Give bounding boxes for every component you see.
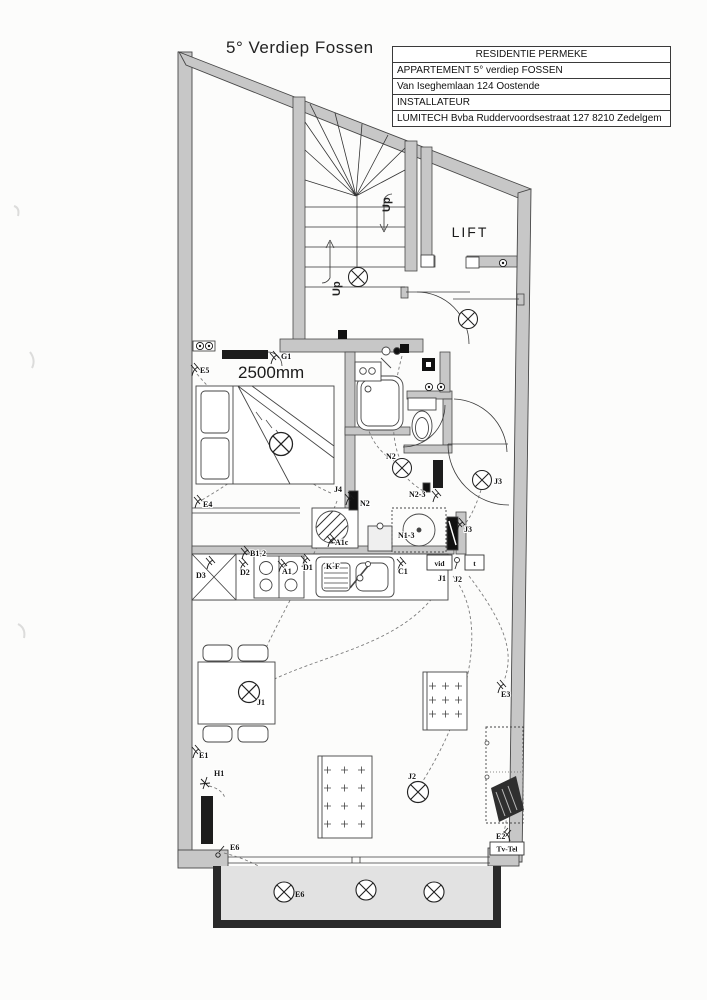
title-block: RESIDENTIE PERMEKE APPARTEMENT 5° verdie… — [392, 46, 671, 127]
terrace — [213, 866, 501, 928]
label-j1-panel: J1 — [438, 574, 446, 583]
label-n2-3: N2-3 — [409, 490, 425, 499]
stair-light — [347, 266, 369, 288]
label-d3: D3 — [196, 571, 206, 580]
ceiling-point — [393, 347, 401, 355]
label-n2-light: N2 — [386, 452, 396, 461]
panel-boxes: vid t — [426, 554, 485, 571]
thin-walls — [192, 291, 519, 864]
junction-boxes — [338, 330, 446, 392]
bedroom-radiator — [222, 350, 268, 359]
scan-artifacts — [13, 205, 35, 639]
vid-box-label: vid — [434, 559, 445, 568]
switch-e4 — [193, 494, 204, 509]
rug-1 — [422, 671, 468, 731]
label-g1: G1 — [281, 352, 291, 361]
label-j2-panel: J2 — [454, 575, 462, 584]
label-e3: E3 — [501, 690, 510, 699]
dining-set — [197, 644, 276, 743]
label-c1: C1 — [398, 567, 408, 576]
label-e5: E5 — [200, 366, 209, 375]
washing-machine — [391, 507, 447, 553]
flue — [348, 490, 359, 511]
lift-label: LIFT — [452, 224, 489, 240]
stair-arrow-down — [379, 193, 393, 233]
label-d1: D1 — [303, 563, 313, 572]
socket — [498, 258, 508, 268]
switch-e6 — [215, 845, 225, 858]
door-arcs — [267, 291, 510, 506]
light-n2 — [391, 457, 413, 479]
label-j2-light: J2 — [408, 772, 416, 781]
label-j4: J4 — [334, 485, 342, 494]
lift-room: LIFT — [420, 224, 508, 269]
light-j3 — [471, 469, 493, 491]
label-j3-light: J3 — [494, 477, 502, 486]
bedroom-light — [268, 431, 294, 457]
up-label-lower: Up — [331, 281, 343, 296]
kitchen-counter — [191, 553, 449, 601]
tv-speaker — [491, 776, 524, 822]
switch-n2-3 — [431, 488, 442, 503]
wall-light — [381, 346, 391, 356]
stair-arrow-up — [321, 239, 335, 284]
label-e2: E2 — [496, 832, 505, 841]
living-radiator — [201, 796, 213, 844]
label-e4: E4 — [203, 500, 212, 509]
bell-symbol — [454, 557, 460, 563]
terrace-light-2 — [355, 879, 377, 901]
drawing-title: 5° Verdiep Fossen — [226, 38, 374, 57]
small-appliance — [367, 525, 393, 552]
bedroom-dimension: 2500mm — [238, 363, 304, 382]
dining-table — [197, 661, 276, 725]
label-n1-3: N1-3 — [398, 531, 414, 540]
title-block-installer-heading: INSTALLATEUR — [393, 95, 670, 111]
tv-tel-box: Tv-Tel — [489, 841, 525, 856]
label-h1: H1 — [214, 769, 224, 778]
label-e1: E1 — [199, 751, 208, 760]
outer-walls — [177, 51, 532, 869]
label-e6-terrace: E6 — [295, 890, 304, 899]
title-block-installer: LUMITECH Bvba Ruddervoordsestraat 127 82… — [397, 113, 662, 124]
stairs — [304, 103, 406, 288]
circuit-labels: E5 G1 E4 N2 J4 N2 N2-3 N1-3 J3 J3 C1 D1 … — [195, 351, 511, 899]
terrace-light-3 — [423, 881, 445, 903]
light-j2 — [406, 780, 430, 804]
switches — [190, 350, 512, 858]
bathroom — [354, 346, 437, 442]
bedroom-top-socket — [192, 340, 216, 352]
h1-fixture — [199, 776, 211, 790]
label-n2-switch: N2 — [360, 499, 370, 508]
bed — [195, 385, 335, 485]
tv-cabinet — [484, 726, 524, 824]
kitchen-appliances — [311, 482, 459, 553]
title-block-address: Van Iseghemlaan 124 Oostende — [393, 79, 670, 95]
hall-radiator — [433, 460, 443, 488]
label-e6-switch: E6 — [230, 843, 239, 852]
hall-light — [457, 308, 479, 330]
toilet-tank — [407, 397, 437, 411]
lift-door-post — [465, 256, 480, 269]
t-box-label: t — [473, 559, 476, 568]
label-kf: K-F — [326, 562, 340, 571]
title-block-apartment: APPARTEMENT 5° verdiep FOSSEN — [393, 63, 670, 79]
label-a1c: A1c — [335, 538, 349, 547]
terrace-light-1 — [273, 881, 295, 903]
label-d2: D2 — [240, 568, 250, 577]
label-a1: A1 — [282, 567, 292, 576]
tv-tel-label: Tv-Tel — [497, 845, 518, 854]
title-block-project: RESIDENTIE PERMEKE — [393, 47, 670, 63]
cooktop-unit — [311, 507, 359, 549]
rug-2 — [317, 755, 373, 839]
up-label-upper: Up — [381, 197, 393, 212]
washbasin — [354, 361, 382, 382]
label-j3-switch: J3 — [464, 525, 472, 534]
label-j1-light: J1 — [257, 698, 265, 707]
label-b1-2: B1-2 — [250, 549, 266, 558]
lift-door-post — [420, 254, 435, 268]
